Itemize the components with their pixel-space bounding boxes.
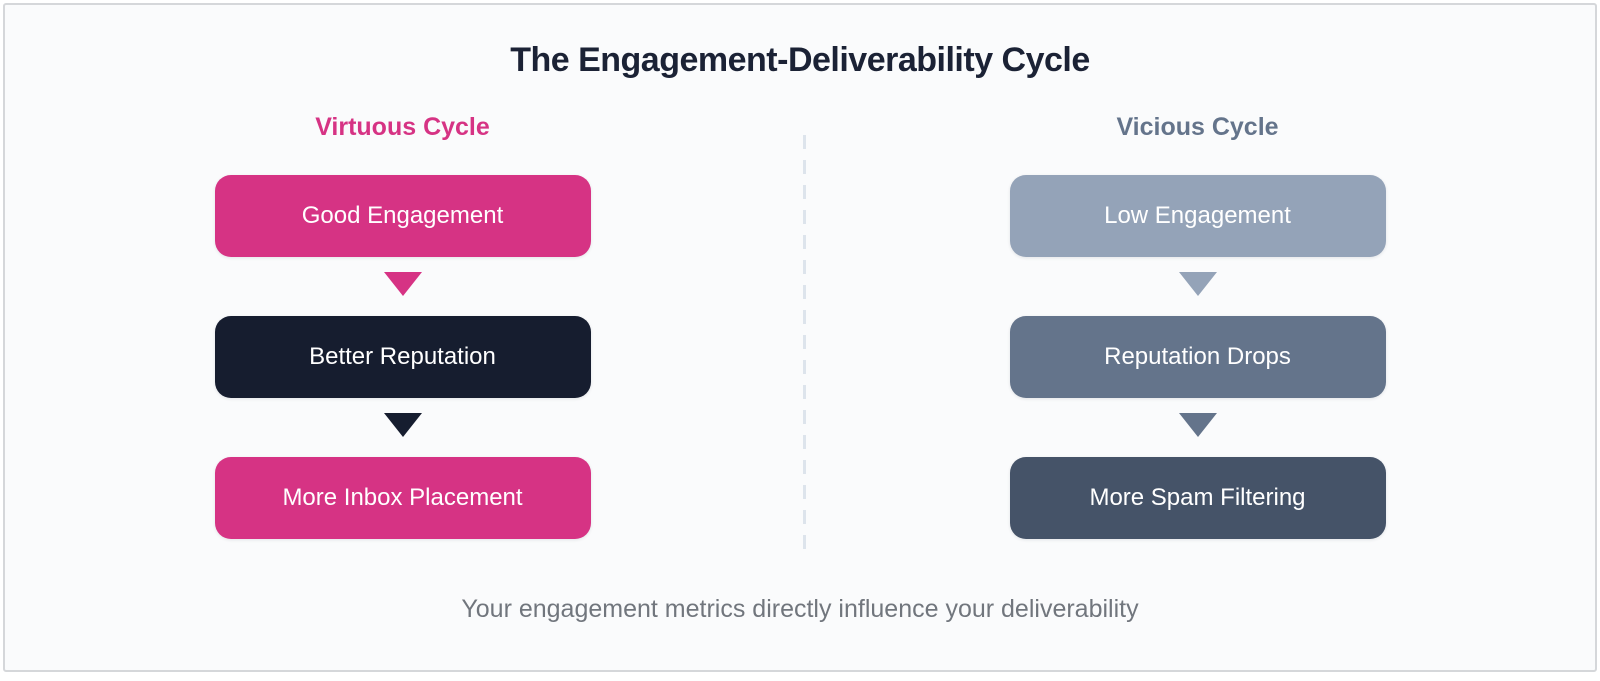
dashed-divider [803,135,806,550]
column-virtuous-cycle: Virtuous Cycle Good Engagement Better Re… [5,112,800,539]
step-reputation-drops: Reputation Drops [1009,316,1386,398]
down-arrow-icon [383,272,422,296]
diagram-card: The Engagement-Deliverability Cycle Virt… [3,3,1597,672]
vicious-cycle-header: Vicious Cycle [1116,113,1279,141]
column-vicious-cycle: Vicious Cycle Low Engagement Reputation … [800,112,1595,539]
down-arrow-icon [1178,413,1217,437]
virtuous-cycle-header: Virtuous Cycle [315,113,490,141]
step-low-engagement: Low Engagement [1009,175,1386,257]
step-more-spam-filtering: More Spam Filtering [1009,457,1386,539]
down-arrow-icon [1178,272,1217,296]
page-title: The Engagement-Deliverability Cycle [510,41,1090,79]
cycle-columns: Virtuous Cycle Good Engagement Better Re… [5,112,1595,539]
step-good-engagement: Good Engagement [214,175,591,257]
step-more-inbox-placement: More Inbox Placement [214,457,591,539]
caption-text: Your engagement metrics directly influen… [461,595,1139,623]
down-arrow-icon [383,413,422,437]
step-better-reputation: Better Reputation [214,316,591,398]
